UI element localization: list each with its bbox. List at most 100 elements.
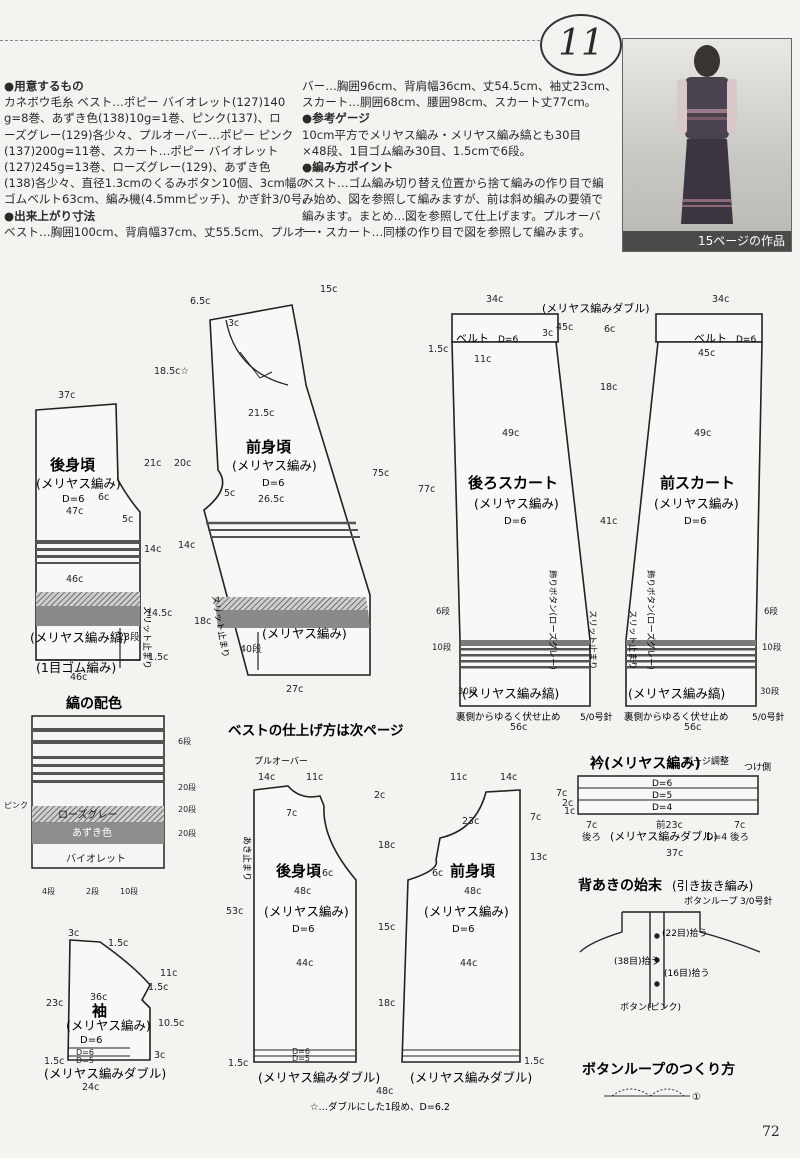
collar-attach: つけ側	[744, 761, 771, 773]
dim-label: 14c	[144, 544, 161, 555]
dim-label: 36c	[90, 992, 107, 1003]
dim-label: 6c	[432, 868, 443, 879]
photo-caption: 15ページの作品	[623, 231, 791, 251]
text-line: 10cm平方でメリヤス編み・メリヤス編み縞とも30目	[302, 127, 582, 142]
text-line: ー・スカート…同様の作り目で図を参照して編みます。	[302, 224, 591, 239]
dim-label: 3c	[154, 1050, 165, 1061]
dim-label: 24c	[82, 1082, 99, 1093]
vest-back-slit: スリット止まり	[141, 606, 153, 669]
stripe-legend: 4段	[42, 886, 55, 896]
dim-label: 6段	[178, 736, 191, 746]
dim-label: 7c	[286, 808, 297, 819]
skirt-back-stitch: (メリヤス編み)	[474, 496, 559, 511]
dim-label: 11c	[160, 968, 177, 979]
dim-label: 46c	[70, 672, 87, 683]
back-opening-pick1: (22目)拾う	[662, 927, 707, 939]
instructions-left: ●用意するもの カネボウ毛糸 ベスト…ポピー バイオレット(127)140 g=…	[4, 78, 317, 240]
vest-front-title: 前身頃	[246, 438, 292, 456]
dim-label: 18c	[600, 382, 617, 393]
pullover-back-stitch: (メリヤス編み)	[264, 904, 349, 919]
collar-row: D=4	[652, 803, 672, 813]
dim-label: 77c	[418, 484, 435, 495]
dim-label: 13c	[530, 852, 547, 863]
dim-label: 14c	[258, 772, 275, 783]
dim-label: 18c	[378, 840, 395, 851]
stripe-color-azuki: あずき色	[72, 826, 112, 839]
sleeve-d: D=6	[80, 1035, 102, 1046]
page-number: 72	[762, 1124, 780, 1140]
sleeve-stitch: (メリヤス編み)	[66, 1018, 151, 1033]
button-loop-title: ボタンループのつくり方	[582, 1061, 735, 1078]
dim-label: 7c	[556, 788, 567, 799]
dim-label: 3c	[68, 928, 79, 939]
back-opening-needle: 3/0号針	[740, 895, 773, 907]
text-line: み始め、図を参照して編みますが、前は斜め編みの要領で	[302, 192, 603, 207]
dim-label: 3c	[542, 328, 553, 339]
collar-gauge: ゲージ調整	[684, 755, 729, 767]
dim-label: 26.5c	[258, 494, 284, 505]
dim-label: D=5	[76, 1056, 94, 1065]
dim-label: 21c	[144, 458, 161, 469]
collar-hem: (メリヤス編みダブル)	[610, 829, 718, 843]
dim-label: 44c	[296, 958, 313, 969]
pullover-front-hem: (メリヤス編みダブル)	[410, 1070, 532, 1085]
skirt-top-label: (メリヤス編みダブル)	[542, 301, 650, 315]
dim-label: 46c	[66, 574, 83, 585]
vest-back-rib: (1目ゴム編み)	[36, 660, 116, 675]
text-line: g=8巻、あずき色(138)10g=1巻、ピンク(137)、ロ	[4, 111, 281, 126]
dim-label: 7c	[586, 820, 597, 831]
model-figure-icon	[677, 45, 737, 224]
skirt-back-belt: ベルト	[456, 332, 489, 345]
dim-label: 20c	[174, 458, 191, 469]
dim-label: 41c	[600, 516, 617, 527]
skirt-front-hem-note: 裏側からゆるく伏せ止め	[624, 711, 729, 723]
pullover-back-hem: (メリヤス編みダブル)	[258, 1070, 380, 1085]
skirt-front-title: 前スカート	[660, 474, 735, 492]
dim-label: 14c	[178, 540, 195, 551]
button-loop-mark: ①	[692, 1092, 701, 1103]
sleeve-hem: (メリヤス編みダブル)	[44, 1066, 166, 1081]
dim-label: 23c	[46, 998, 63, 1009]
vest-front-stripe: (メリヤス編み)	[262, 626, 347, 641]
dim-label: 5c	[224, 488, 235, 499]
dim-label: 18c	[378, 998, 395, 1009]
dim-label: 34c	[486, 294, 503, 305]
dim-label: 10段	[762, 642, 782, 653]
pullover-label: プルオーバー	[254, 756, 308, 767]
dim-label: 21.5c	[248, 408, 274, 419]
vest-front-d: D=6	[262, 478, 284, 489]
back-opening-loop: ボタンループ	[684, 896, 737, 907]
stripe-colors-swatch	[31, 715, 165, 869]
text-line: カネボウ毛糸 ベスト…ポピー バイオレット(127)140	[4, 95, 286, 110]
back-opening-pick2: (38目)拾う	[614, 955, 659, 967]
dim-label: 後ろ	[730, 831, 749, 843]
skirt-back-button-note: 飾りボタン(ローズグレー)	[547, 570, 558, 670]
back-opening-title: 背あきの始末	[578, 877, 663, 894]
dim-label: 49c	[694, 428, 711, 439]
pullover-opening: あき止まり	[241, 836, 253, 881]
vest-front-diagram	[203, 304, 371, 676]
back-opening-pick3: (16目)拾う	[664, 967, 709, 979]
stripe-side-label: ピンク	[4, 801, 28, 810]
dim-label: 40段	[240, 643, 262, 655]
stripe-color-rosegray: ローズグレー	[58, 808, 118, 821]
collar-row: D=6	[652, 779, 672, 789]
dim-label: 6c	[604, 324, 615, 335]
stripe-legend: 10段	[120, 886, 138, 896]
dim-label: 1c	[564, 806, 575, 817]
skirt-back-hem-note: 裏側からゆるく伏せ止め	[456, 711, 561, 723]
dim-label: 48c	[294, 886, 311, 897]
pullover-front-d: D=6	[452, 924, 474, 935]
text-line: ●出来上がり寸法	[4, 208, 96, 223]
stripe-legend: 2段	[86, 886, 99, 896]
top-rule	[0, 40, 540, 41]
dim-label: D=6	[76, 1048, 94, 1057]
text-line: ーズグレー(129)各少々、プルオーバー…ポピー ピンク	[4, 127, 294, 142]
dim-label: 44c	[460, 958, 477, 969]
dim-label: 30段	[458, 686, 478, 697]
dim-label: 5c	[122, 514, 133, 525]
skirt-back-d: D=6	[504, 516, 526, 527]
stripe-color-violet: バイオレット	[66, 853, 126, 865]
dim-label: 18.5c☆	[154, 366, 189, 377]
text-line: ベスト…ゴム編み切り替え位置から捨て編みの作り目で編	[302, 176, 604, 191]
